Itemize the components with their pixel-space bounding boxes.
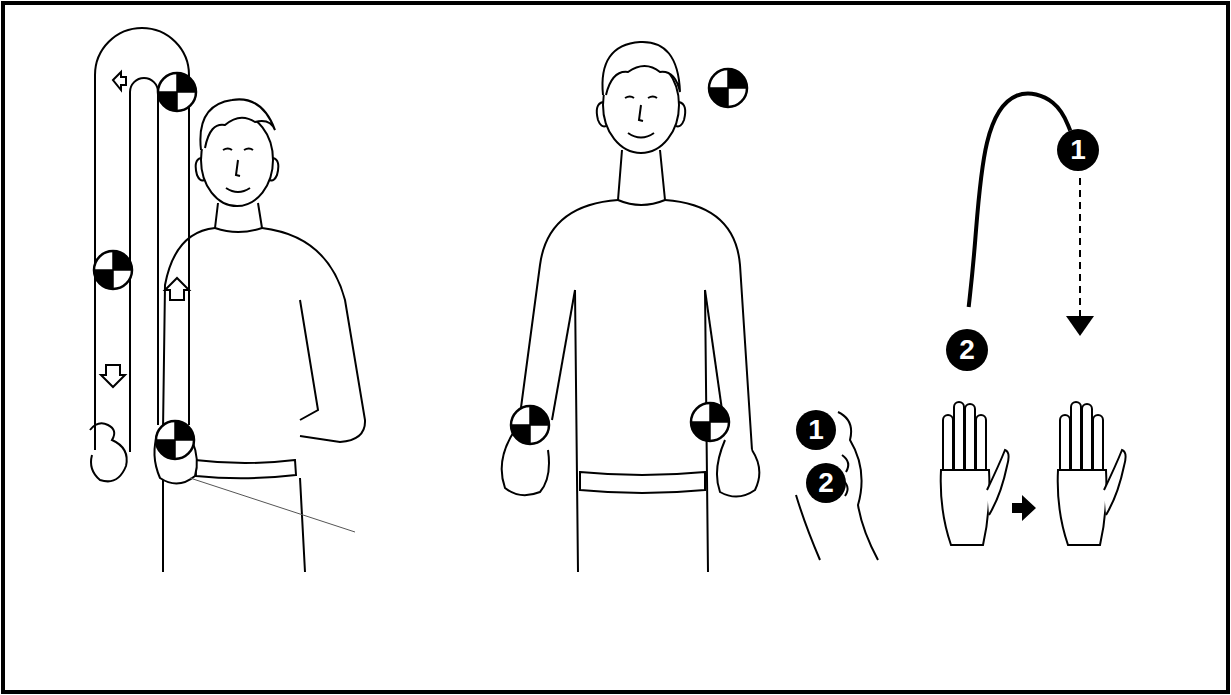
hair	[602, 42, 680, 95]
direction-arrow	[113, 72, 126, 90]
juggling-ball	[691, 403, 729, 441]
collar	[618, 200, 665, 205]
right-hand	[717, 440, 759, 497]
face	[223, 149, 253, 193]
frame-border	[3, 3, 1228, 692]
direction-arrow	[101, 365, 125, 387]
collar	[215, 228, 262, 232]
drop-line	[1079, 178, 1081, 316]
juggling-ball	[94, 251, 132, 289]
neck	[618, 150, 665, 200]
arrow-head	[1066, 316, 1094, 336]
direction-arrow	[165, 278, 189, 300]
direction-arrow	[1012, 495, 1036, 521]
callout-number: 1	[808, 416, 824, 444]
callout-number: 2	[818, 469, 834, 497]
juggler-two	[502, 42, 760, 572]
arm-inner	[300, 300, 318, 420]
juggling-ball	[709, 69, 747, 107]
leader-line	[190, 478, 355, 532]
neck	[215, 203, 262, 228]
left-arm-inner	[552, 290, 575, 420]
callout-number: 1	[1070, 136, 1086, 164]
wrist-outline	[796, 495, 820, 560]
numbered-ball: 2	[806, 463, 846, 503]
belt	[580, 472, 705, 493]
arm-behind	[262, 228, 365, 442]
torso	[575, 290, 708, 572]
ball-track-inner	[130, 78, 158, 452]
hair	[200, 99, 275, 150]
numbered-ball: 1	[796, 410, 836, 450]
throw-arc	[969, 94, 1071, 307]
empty-hand	[90, 423, 127, 481]
left-arm	[518, 200, 618, 430]
legs	[163, 470, 305, 572]
juggling-ball	[158, 73, 196, 111]
face	[625, 97, 657, 138]
juggling-ball	[156, 421, 194, 459]
open-hand	[941, 402, 1009, 545]
numbered-ball: 1	[1057, 129, 1099, 171]
callout-number: 2	[959, 336, 975, 364]
right-arm	[665, 200, 752, 450]
torso-left	[163, 228, 215, 430]
belt	[195, 460, 296, 478]
holding-hand	[796, 412, 878, 560]
numbered-ball: 2	[946, 329, 988, 371]
juggling-ball	[511, 406, 549, 444]
open-hand	[1058, 402, 1126, 545]
juggler-one	[90, 28, 365, 572]
right-arm-inner	[705, 290, 722, 410]
